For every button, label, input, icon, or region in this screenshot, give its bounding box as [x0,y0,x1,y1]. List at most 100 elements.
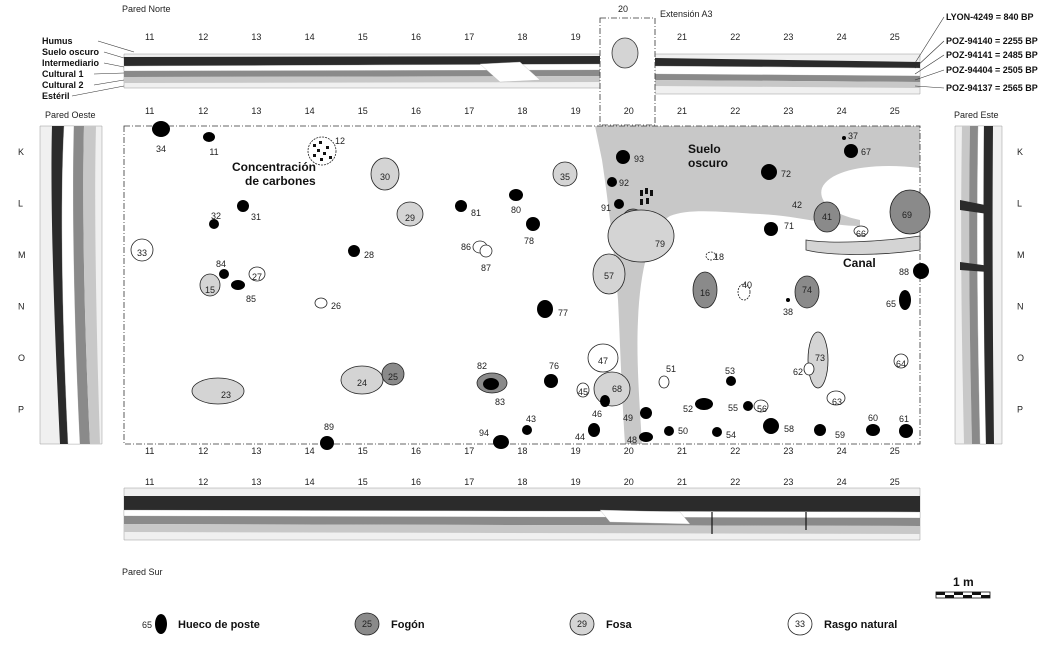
feature-pit-shape [607,209,675,263]
feature-pit-shape [199,273,221,297]
feature-73: 73 [807,331,829,389]
feature-natural-shape [803,362,815,376]
dark-soil-label: Suelo [688,142,721,156]
feature-37: 37 [842,131,858,141]
feature-number: 18 [714,252,724,262]
feature-41: 41 [813,201,841,233]
x-tick-label: 22 [730,446,740,456]
feature-post-shape [588,423,600,437]
date-label: LYON-4249 = 840 BP [946,12,1033,22]
feature-number: 24 [357,378,367,388]
feature-hearth-shape [813,201,841,233]
feature-number: 68 [612,384,622,394]
feature-15: 15 [199,273,221,297]
extension-a3: 20 Extensión A3 [599,4,713,126]
feature-62: 62 [793,362,815,377]
x-tick-label: 11 [145,32,154,42]
feature-number: 34 [156,144,166,154]
feature-number: 55 [728,403,738,413]
x-tick-label: 11 [145,477,154,487]
feature-post-shape [866,424,880,436]
feature-number: 33 [137,248,147,258]
feature-post-shape [544,374,558,388]
feature-26: 26 [314,297,341,311]
north-profile: Pared Norte Humus Suelo oscuro Intermedi… [42,4,1038,101]
feature-natural-shape [248,266,266,282]
layer-label: Cultural 2 [42,80,84,90]
feature-number: 50 [678,426,688,436]
feature-number: 63 [832,397,842,407]
feature-post-shape [219,269,229,279]
x-tick-label: 17 [464,446,474,456]
feature-number: 52 [683,404,693,414]
feature-number: 23 [221,390,231,400]
feature-number: 59 [835,430,845,440]
x-tick-label: 11 [145,106,154,116]
wall-east-label: Pared Este [954,110,999,120]
feature-natural-shape [130,238,154,262]
feature-number: 43 [526,414,536,424]
date-label: POZ-94140 = 2255 BP [946,36,1038,46]
legend-swatch [155,614,167,634]
feature-40: 40 [737,280,752,301]
legend-swatch [354,612,380,636]
y-tick-label: K [1017,147,1023,157]
feature-post-shape [537,300,553,318]
x-tick-label: 19 [571,106,581,116]
x-tick-label: 14 [305,446,315,456]
dark-soil-area [595,126,920,444]
feature-28: 28 [348,245,374,260]
x-tick-label: 24 [837,32,847,42]
extension-label: Extensión A3 [660,9,713,19]
y-tick-label: M [18,250,26,260]
feature-post-shape [614,199,624,209]
y-tick-label: N [1017,302,1024,312]
x-tick-label: 19 [571,446,581,456]
feature-30: 30 [370,157,400,191]
feature-77: 77 [537,300,568,318]
x-tick-label: 16 [411,446,421,456]
feature-72: 72 [761,164,791,180]
legend-label: Rasgo natural [824,619,897,631]
x-tick-label: 23 [783,477,793,487]
x-tick-label: 15 [358,477,368,487]
feature-number: 88 [899,267,909,277]
feature-number: 79 [655,239,665,249]
feature-89: 89 [320,422,334,450]
charcoal-label: Concentración [232,160,316,174]
feature-number: 56 [757,404,767,414]
feature-number: 66 [856,229,866,239]
feature-number: 16 [700,288,710,298]
feature-45: 45 [576,382,590,398]
feature-post-shape [712,427,722,437]
feature-number: 71 [784,221,794,231]
feature-number: 48 [627,435,637,445]
feature-number: 44 [575,432,585,442]
x-tick-label: 16 [411,106,421,116]
feature-43: 43 [522,414,536,435]
feature-post-shape [640,407,652,419]
feature-number: 81 [471,208,481,218]
x-tick-label: 20 [624,106,634,116]
x-tick-label: 18 [517,32,527,42]
legend-number: 33 [795,619,805,629]
feature-69: 69 [889,189,931,235]
feature-post-shape [203,132,215,142]
feature-post-shape [842,136,846,140]
feature-number: 76 [549,361,559,371]
wall-north-label: Pared Norte [122,4,171,14]
feature-number: 40 [742,280,752,290]
feature-number: 15 [205,285,215,295]
feature-24: 24 [340,365,384,395]
feature-post-shape [763,418,779,434]
feature-60: 60 [866,413,880,436]
legend-swatch [569,612,595,636]
feature-natural-shape [753,399,769,413]
feature-18: 18 [705,251,724,262]
feature-number: 45 [578,387,588,397]
feature-number: 57 [604,271,614,281]
feature-post-shape [483,378,499,390]
date-label: POZ-94404 = 2505 BP [946,65,1038,75]
